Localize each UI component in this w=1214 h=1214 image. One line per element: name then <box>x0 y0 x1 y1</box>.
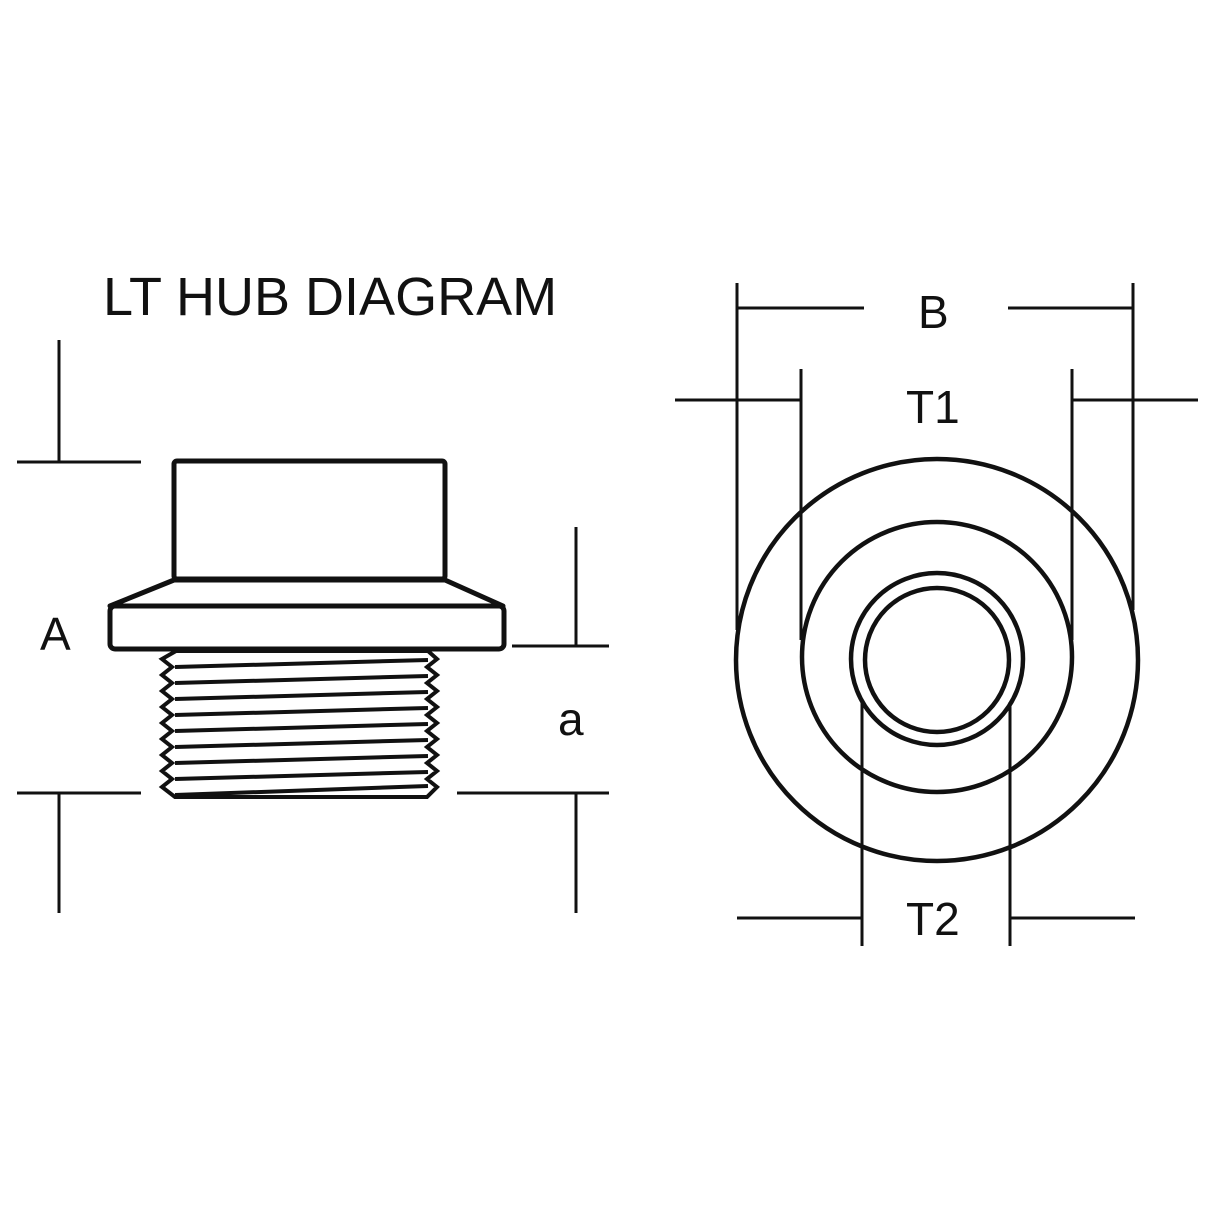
dimension-thread-upper <box>512 527 609 648</box>
flange-outer-ring <box>733 456 1141 864</box>
dimension-b <box>735 283 1135 630</box>
label-B: B <box>918 286 949 338</box>
label-T1: T1 <box>906 381 960 433</box>
dimension-thread-lower <box>457 791 609 913</box>
side-view: A a <box>17 340 609 913</box>
thread-outer-ring <box>799 519 1075 795</box>
dimension-a-lower <box>17 791 141 913</box>
dimension-t1 <box>675 369 1198 640</box>
diagram-title: LT HUB DIAGRAM <box>103 267 557 327</box>
hub-head <box>171 458 448 582</box>
bore-outer-ring <box>848 570 1026 748</box>
hub-chamfer <box>107 577 506 609</box>
label-A: A <box>40 608 71 660</box>
hub-flange <box>107 603 507 652</box>
label-T2: T2 <box>906 893 960 945</box>
front-view: B T1 T2 <box>675 283 1198 946</box>
bore-inner-ring <box>862 585 1012 735</box>
label-a: a <box>558 693 584 745</box>
dimension-t2 <box>737 702 1135 946</box>
hub-threads <box>158 649 441 799</box>
dimension-a-upper <box>17 340 141 464</box>
